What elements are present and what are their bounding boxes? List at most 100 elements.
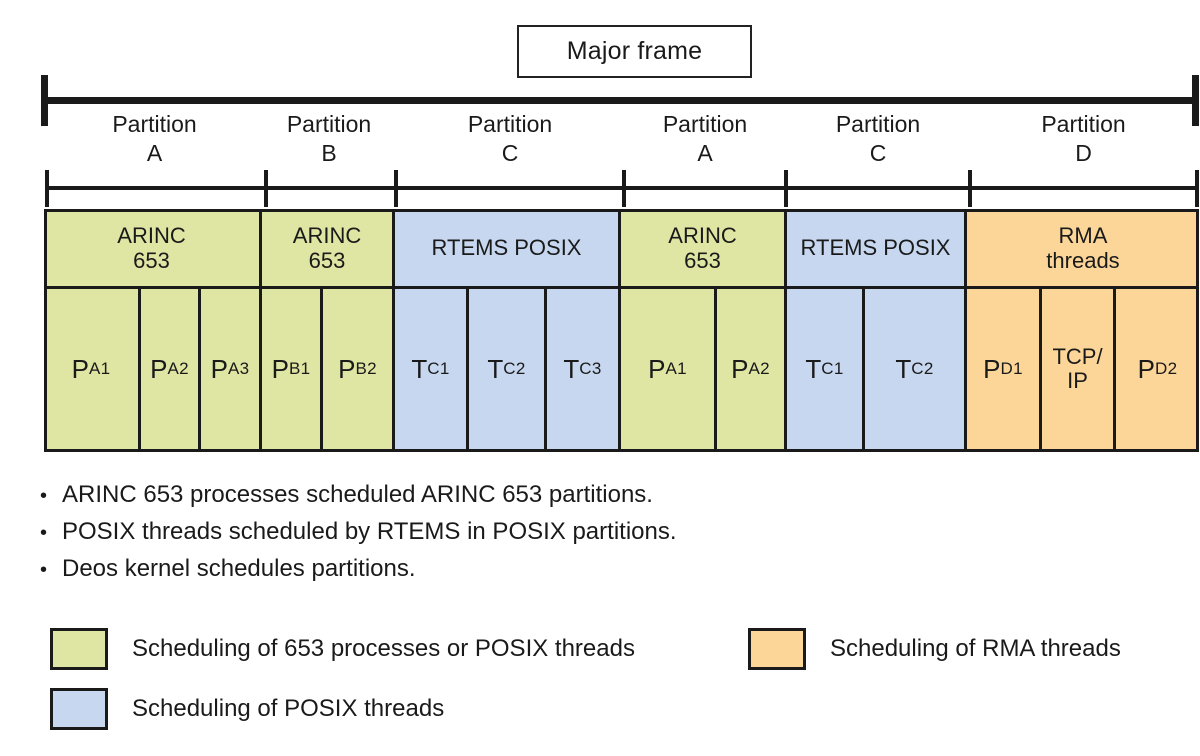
task-subscript: D1 xyxy=(1000,359,1023,378)
task-subscript: D2 xyxy=(1155,359,1178,378)
task-base: T xyxy=(563,354,580,384)
partition-axis-tick xyxy=(394,170,398,207)
partition-word: Partition xyxy=(835,111,921,137)
legend-swatch xyxy=(50,688,108,730)
os-block[interactable]: ARINC 653 xyxy=(44,209,262,289)
task-subscript: A3 xyxy=(227,359,250,378)
partition-axis-tick xyxy=(264,170,268,207)
task-base: P xyxy=(71,354,89,384)
legend-label: Scheduling of POSIX threads xyxy=(132,695,445,722)
note-item: • POSIX threads scheduled by RTEMS in POS… xyxy=(40,514,940,551)
task-block[interactable]: TCP/ IP xyxy=(1042,289,1116,449)
task-subscript: A2 xyxy=(748,359,770,378)
partition-axis-tick xyxy=(968,170,972,207)
bullet-icon: • xyxy=(40,522,48,544)
legend-item[interactable]: Scheduling of POSIX threads xyxy=(50,688,444,730)
bullet-icon: • xyxy=(40,485,48,507)
partition-axis-tick xyxy=(784,170,788,207)
partition-id: C xyxy=(501,140,519,166)
partition-id: C xyxy=(869,140,887,166)
task-base: P xyxy=(648,354,666,384)
major-frame-axis-bar xyxy=(44,97,1198,104)
task-subscript: A2 xyxy=(167,359,189,378)
legend-item[interactable]: Scheduling of 653 processes or POSIX thr… xyxy=(50,628,635,670)
partition-word: Partition xyxy=(286,111,372,137)
legend-item[interactable]: Scheduling of RMA threads xyxy=(748,628,1121,670)
partition-id: D xyxy=(1075,140,1092,166)
task-base: P xyxy=(731,354,749,384)
note-item: • ARINC 653 processes scheduled ARINC 653… xyxy=(40,477,940,514)
task-subscript: C1 xyxy=(427,359,450,378)
task-subscript: C2 xyxy=(503,359,526,378)
note-text: Deos kernel schedules partitions. xyxy=(62,555,416,582)
partition-id: A xyxy=(697,140,713,166)
partition-word: Partition xyxy=(467,111,553,137)
task-base: T xyxy=(895,354,912,384)
task-subscript: A1 xyxy=(88,359,111,378)
legend-swatch xyxy=(748,628,806,670)
task-base: P xyxy=(271,354,289,384)
task-subscript: B2 xyxy=(355,359,377,378)
task-base: P xyxy=(983,354,1001,384)
task-subscript: C3 xyxy=(579,359,602,378)
legend: Scheduling of 653 processes or POSIX thr… xyxy=(0,620,1200,740)
legend-label: Scheduling of RMA threads xyxy=(830,635,1121,662)
note-item: •Deos kernel schedules partitions. xyxy=(40,551,940,588)
note-text: ARINC 653 processes scheduled ARINC 653 … xyxy=(62,481,653,508)
legend-label: Scheduling of 653 processes or POSIX thr… xyxy=(132,635,635,662)
partition-id: A xyxy=(146,140,163,166)
partition-axis-tick xyxy=(45,170,49,207)
task-label: TCP/ IP xyxy=(1052,344,1103,393)
os-block[interactable]: RTEMS POSIX xyxy=(787,209,967,289)
task-base: P xyxy=(150,354,168,384)
task-base: T xyxy=(805,354,822,384)
os-block[interactable]: RTEMS POSIX xyxy=(395,209,621,289)
partition-id: B xyxy=(321,140,337,166)
legend-swatch xyxy=(50,628,108,670)
note-text: POSIX threads scheduled by RTEMS in POSI… xyxy=(62,518,677,545)
os-block[interactable]: RMA threads xyxy=(967,209,1199,289)
partition-word: Partition xyxy=(1041,111,1126,137)
partition-word: Partition xyxy=(112,111,197,137)
task-base: T xyxy=(487,354,504,384)
task-base: P xyxy=(338,354,356,384)
task-base: P xyxy=(210,354,228,384)
task-subscript: B1 xyxy=(288,359,311,378)
major-frame-axis-right-cap xyxy=(1192,75,1199,126)
task-subscript: C2 xyxy=(911,359,934,378)
task-base: T xyxy=(411,354,428,384)
os-block[interactable]: ARINC 653 xyxy=(262,209,395,289)
major-frame-caption: Major frame xyxy=(517,25,752,78)
partition-axis-tick xyxy=(1195,170,1199,207)
partition-word: Partition xyxy=(662,111,748,137)
partition-axis-tick xyxy=(622,170,626,207)
notes-list: • ARINC 653 processes scheduled ARINC 653… xyxy=(40,477,940,588)
task-subscript: C1 xyxy=(821,359,844,378)
task-base: P xyxy=(1137,354,1155,384)
task-subscript: A1 xyxy=(665,359,687,378)
os-block[interactable]: ARINC 653 xyxy=(621,209,787,289)
